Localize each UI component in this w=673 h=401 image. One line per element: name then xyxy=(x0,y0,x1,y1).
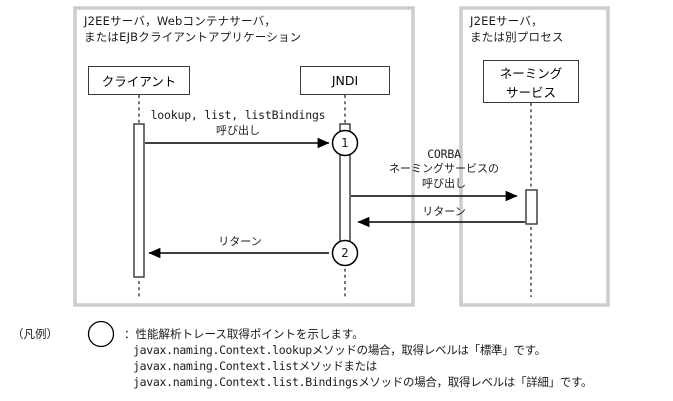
legend-line-2: javax.naming.Context.lookupメソッドの場合，取得レベル… xyxy=(133,343,546,358)
client-frame-title: J2EEサーバ，Webコンテナサーバ， xyxy=(84,14,276,29)
trace-point-number-1: 1 xyxy=(333,136,357,151)
legend-line-1: ：性能解析トレース取得ポイントを示します。 xyxy=(124,327,364,342)
message-client-to-jndi-label-line2: 呼び出し xyxy=(145,124,331,138)
client-frame-border xyxy=(73,6,415,307)
lifeline-box-jndi-label: JNDI xyxy=(331,73,359,88)
message-jndi-to-naming-label-line2: ネーミングサービスの xyxy=(364,162,524,176)
naming-frame-subtitle: または別プロセス xyxy=(470,30,564,45)
legend-line-2-text: javax.naming.Context.lookupメソッドの場合，取得レベル… xyxy=(133,343,546,357)
trace-point-number-2: 2 xyxy=(333,246,357,261)
naming-service-activation-bar xyxy=(525,189,538,225)
client-activation-bar xyxy=(133,123,145,278)
legend-circle-icon xyxy=(87,320,115,348)
legend-line-4: javax.naming.Context.list.Bindingsメソッドの場… xyxy=(133,375,593,390)
naming-frame-title: J2EEサーバ， xyxy=(470,14,543,29)
message-client-to-jndi-label-line1: lookup, list, listBindings xyxy=(145,108,331,123)
msg2-line2-text: ネーミングサービスの xyxy=(389,162,499,175)
message-jndi-to-client-label: リターン xyxy=(150,235,330,249)
msg1-line2-text: 呼び出し xyxy=(216,124,260,137)
naming-frame-border xyxy=(459,6,610,307)
naming-frame-title-line2: または別プロセス xyxy=(470,30,564,44)
client-frame-subtitle: またはEJBクライアントアプリケーション xyxy=(84,30,301,45)
lifeline-box-naming-service-label-line1: ネーミング xyxy=(499,65,563,81)
trace-point-marker-2 xyxy=(331,239,359,267)
naming-frame-title-line1: J2EEサーバ， xyxy=(470,14,543,28)
message-jndi-to-naming-label-line3: 呼び出し xyxy=(364,177,524,191)
lifeline-box-client-label: クライアント xyxy=(101,74,177,89)
legend-line-3-text: javax.naming.Context.listメソッドまたは xyxy=(133,359,377,373)
message-naming-to-jndi-label: リターン xyxy=(364,205,524,219)
message-jndi-to-naming-label-line1: CORBA xyxy=(364,147,524,162)
msg2-line3-text: 呼び出し xyxy=(422,177,466,190)
trace-point-number-2-text: 2 xyxy=(341,246,349,260)
client-frame-title-line2: またはEJBクライアントアプリケーション xyxy=(84,30,302,44)
lifeline-box-jndi[interactable]: JNDI xyxy=(300,66,390,95)
legend-title: （凡例） xyxy=(12,327,58,342)
legend-line-4-text: javax.naming.Context.list.Bindingsメソッドの場… xyxy=(133,375,593,389)
client-frame-title-line1: J2EEサーバ，Webコンテナサーバ， xyxy=(84,14,277,28)
legend-title-text: （凡例） xyxy=(12,327,58,341)
trace-point-marker-1 xyxy=(331,129,359,157)
msg4-line1-text: リターン xyxy=(218,235,262,248)
lifeline-box-naming-service[interactable]: ネーミング サービス xyxy=(483,60,579,103)
msg1-line1-text: lookup, list, listBindings xyxy=(150,108,326,122)
msg3-line1-text: リターン xyxy=(422,205,466,218)
msg2-line1-text: CORBA xyxy=(427,147,461,161)
legend-line-1-text: ：性能解析トレース取得ポイントを示します。 xyxy=(124,327,364,341)
lifeline-box-client[interactable]: クライアント xyxy=(88,66,190,95)
legend-line-3: javax.naming.Context.listメソッドまたは xyxy=(133,359,377,374)
lifeline-box-naming-service-label-line2: サービス xyxy=(505,84,556,100)
trace-point-number-1-text: 1 xyxy=(341,136,349,150)
